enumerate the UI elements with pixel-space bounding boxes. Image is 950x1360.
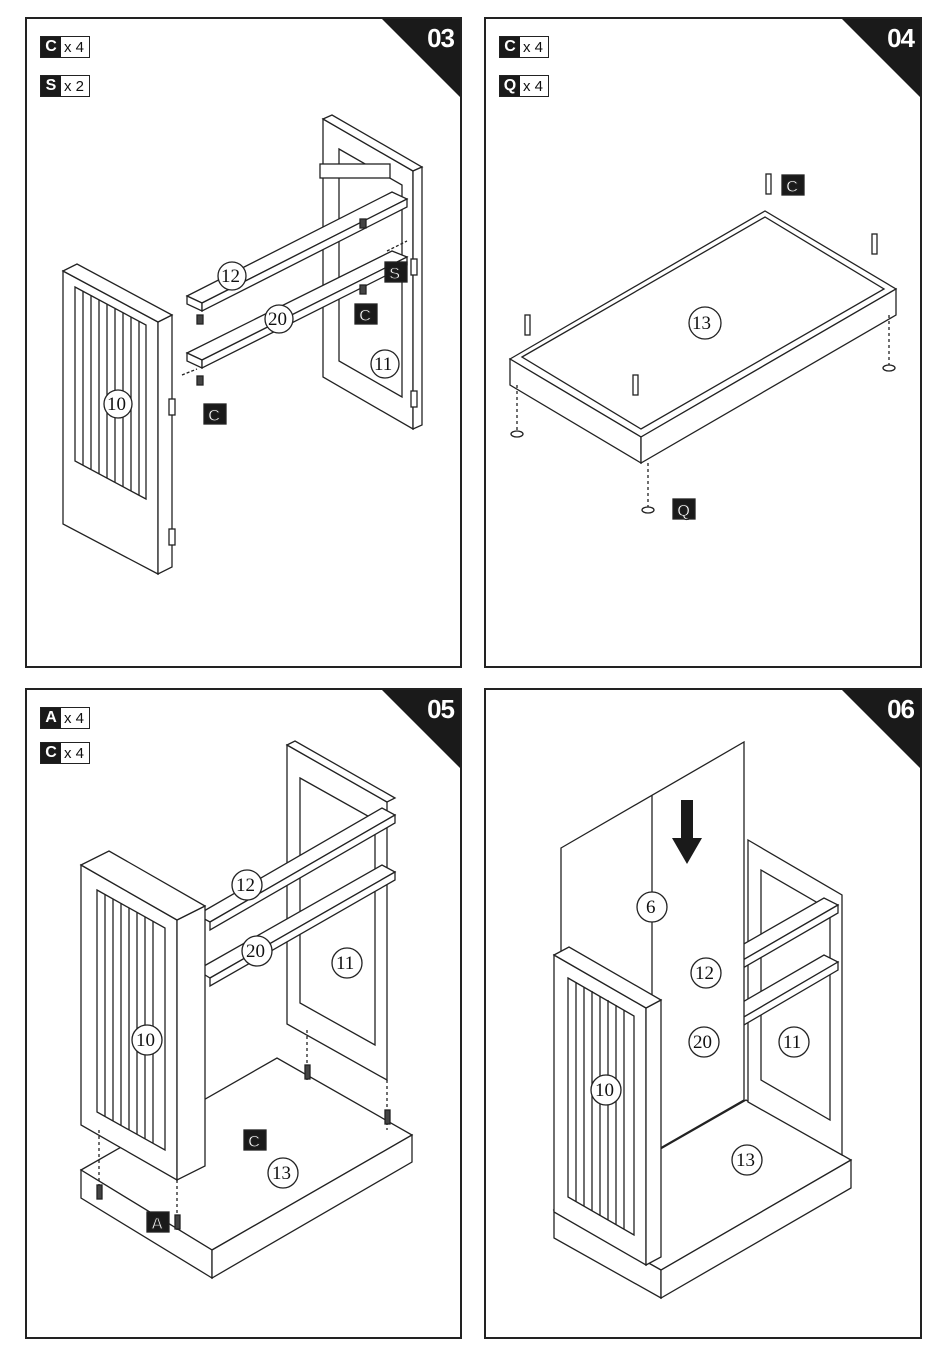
hardware-tag-c: C [208,406,220,425]
assembly-illustration: 6 12 20 11 10 13 [486,690,922,1339]
assembly-illustration: C A 10 11 12 20 13 [27,690,462,1339]
assembly-illustration: S C C 10 11 12 20 [27,19,462,668]
part-label: 12 [695,963,714,984]
hardware-tag-s: S [389,264,400,283]
part-label: 13 [272,1163,291,1184]
part-label: 20 [693,1032,712,1053]
part-label: 10 [107,394,126,415]
step-04-panel: 04 C x 4 Q x 4 C [484,17,922,668]
part-label: 12 [236,875,255,896]
part-label: 11 [783,1032,801,1053]
part-label: 12 [221,266,240,287]
part-label: 13 [692,313,711,334]
part-label: 10 [595,1080,614,1101]
part-label: 6 [646,897,656,918]
hardware-tag-a: A [151,1214,163,1233]
part-label: 10 [136,1030,155,1051]
hardware-tag-c: C [248,1132,260,1151]
step-03-panel: 03 C x 4 S x 2 [25,17,462,668]
step-06-panel: 06 6 12 20 1 [484,688,922,1339]
side-panel-10 [63,264,175,574]
step-05-panel: 05 A x 4 C x 4 [25,688,462,1339]
part-label: 11 [336,953,354,974]
hardware-tag-q: Q [677,501,690,520]
part-label: 20 [268,309,287,330]
hardware-tag-c: C [359,306,371,325]
assembly-illustration: C Q 13 [486,19,922,668]
part-label: 20 [246,941,265,962]
part-label: 11 [374,354,392,375]
hardware-tag-c: C [786,177,798,196]
part-label: 13 [736,1150,755,1171]
